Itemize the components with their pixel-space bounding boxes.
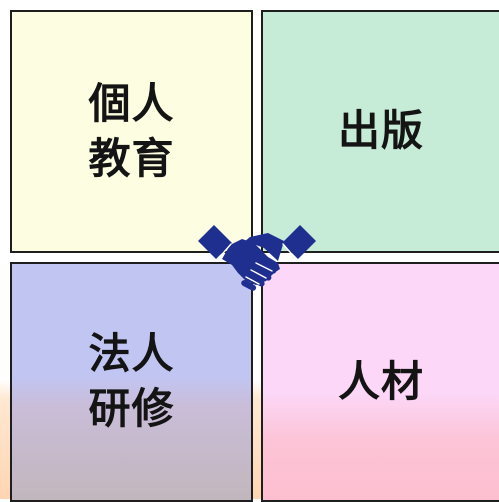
tile-label: 出版 — [337, 106, 424, 156]
tile-shuppan[interactable]: 出版 — [261, 10, 499, 253]
tile-kojin-kyoiku[interactable]: 個人 教育 — [10, 10, 253, 253]
tile-jinzai[interactable]: 人材 — [261, 262, 499, 502]
tile-label: 法人 研修 — [88, 329, 175, 433]
tile-label: 個人 教育 — [88, 78, 175, 183]
tile-label: 人材 — [337, 356, 424, 406]
handshake-icon — [198, 225, 316, 291]
tile-hojin-kenshu[interactable]: 法人 研修 — [10, 262, 253, 502]
